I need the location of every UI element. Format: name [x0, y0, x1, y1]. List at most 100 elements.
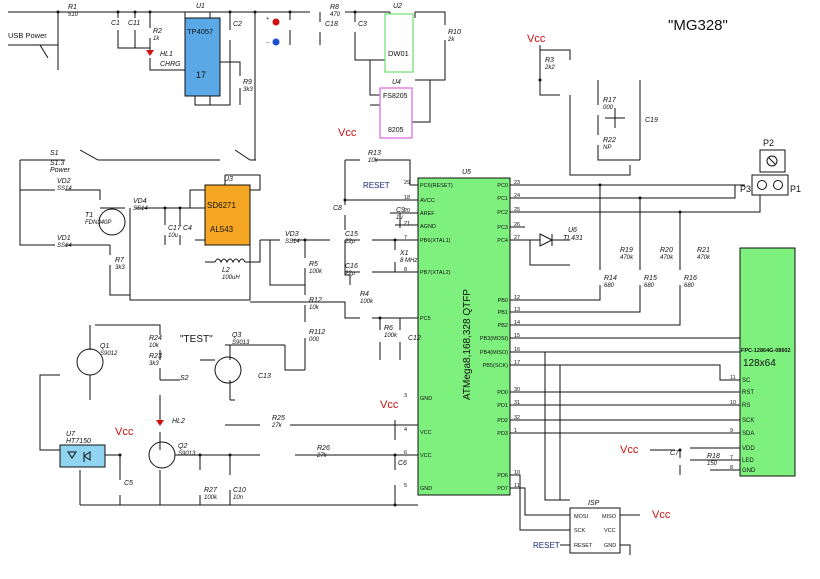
u5-pin-agnd: AGND	[420, 224, 436, 230]
lcd-pin-rst: RST	[742, 390, 754, 396]
isp-pin-vcc: VCC	[604, 528, 616, 534]
component-r5-value: 100k	[309, 269, 323, 275]
lcd-pin-number: 10	[730, 400, 736, 406]
component-r14-ref: R14	[604, 275, 617, 282]
lcd-pin-sck: SCK	[742, 418, 754, 424]
component-r10-ref: R10	[448, 29, 461, 36]
lcd-pin-rs: RS	[742, 403, 750, 409]
component-q3-value: S9013	[232, 340, 250, 346]
lcd-pin-gnd: GND	[742, 468, 756, 474]
component-vd4-ref: VD4	[133, 198, 147, 205]
component-r2-ref: R2	[153, 28, 162, 35]
component-x1-value: 8 MHz	[400, 258, 417, 264]
battery-minus-terminal	[272, 38, 280, 46]
u5-pin-pc4: PC4	[497, 238, 508, 244]
u5-pin-number: 4	[404, 427, 407, 433]
chip-u7-ref: U7	[66, 431, 76, 438]
component-r14-value: 680	[604, 283, 615, 289]
component-r8-ref: R8	[330, 4, 339, 11]
led-hl1-icon	[146, 50, 154, 56]
component-r22-ref: R22	[603, 137, 616, 144]
component-q2-value: S9013	[178, 451, 196, 457]
u5-pin-number: 10	[514, 470, 520, 476]
isp-pin-gnd: GND	[604, 543, 616, 549]
u5-pin-number: 11	[514, 483, 520, 489]
inductor-l2	[214, 258, 246, 264]
component-c10-ref: C10	[233, 487, 246, 494]
u5-pin-number: 3	[404, 393, 407, 399]
component-r12-ref: R12	[309, 297, 322, 304]
chip-u1-body	[184, 17, 221, 97]
component-r112-ref: R112	[309, 329, 325, 336]
u5-pin-number: 5	[404, 483, 407, 489]
u5-pin-number: 30	[514, 387, 520, 393]
component-hl2-ref: HL2	[172, 418, 185, 425]
isp-ref: ISP	[588, 500, 600, 507]
u5-pin-number: 15	[514, 333, 520, 339]
u5-pin-pd3: PD3	[497, 431, 508, 437]
vcc-label-1: Vcc	[338, 127, 357, 139]
component-vd1-ref: VD1	[57, 235, 71, 242]
component-r2-value: 1k	[153, 36, 160, 42]
u5-pin-avcc: AVCC	[420, 198, 435, 204]
component-c19-ref: C19	[645, 117, 658, 124]
component-q3-ref: Q3	[232, 332, 241, 339]
battery-plus-sign: +	[266, 16, 269, 22]
vcc-label-2: Vcc	[527, 33, 546, 45]
connector-p3-ref: P3	[740, 184, 751, 194]
component-r15-ref: R15	[644, 275, 657, 282]
test-label: "TEST"	[180, 334, 213, 345]
component-r27-value: 100k	[204, 495, 218, 501]
u5-pin-number: 25	[514, 207, 520, 213]
component-r19-value: 470k	[620, 255, 634, 261]
u5-pin-pb3mosi: PB3(MOSI)	[480, 336, 508, 342]
component-r27-ref: R27	[204, 487, 218, 494]
component-s2-ref: S2	[180, 375, 189, 382]
component-c18-ref: C18	[325, 21, 338, 28]
lcd-pin-vdd: VDD	[742, 446, 755, 452]
component-vd3-ref: VD3	[285, 231, 299, 238]
u5-pin-pc3: PC3	[497, 225, 508, 231]
chip-u3-body	[204, 184, 251, 246]
chip-u7-body	[59, 444, 106, 468]
project-title: "MG328"	[668, 17, 728, 34]
component-r23-value: 3k3	[149, 361, 159, 367]
component-vd2-ref: VD2	[57, 178, 71, 185]
u5-pin-number: 17	[514, 360, 520, 366]
component-r1-ref: R1	[68, 4, 77, 11]
component-c9-ref: C9	[396, 207, 405, 214]
u5-pin-number: 23	[514, 180, 520, 186]
lcd-name: FPC-12864G-08602	[741, 348, 791, 354]
component-c15-value: 22p	[344, 239, 356, 245]
isp-pin-sck: SCK	[574, 528, 586, 534]
u5-pin-pb0: PB0	[498, 298, 508, 304]
vcc-label-3: Vcc	[380, 399, 399, 411]
u5-pin-number: 20	[404, 208, 410, 214]
component-c12-ref: C12	[408, 335, 421, 342]
component-r12-value: 10k	[309, 305, 320, 311]
power-switch-label: Power	[50, 167, 71, 174]
component-r13-ref: R13	[368, 150, 381, 157]
lcd-module: FPC-12864G-08602 128x64 SC11RSTRS10SCKSD…	[730, 247, 796, 477]
chip-u3-name1: SD6271	[207, 201, 236, 210]
component-t1-value: FDN340P	[85, 220, 111, 226]
component-vd2-value: SS14	[57, 186, 72, 192]
component-c11-ref: C11	[128, 20, 140, 27]
u5-pin-vcc: VCC	[420, 430, 432, 436]
lcd-resolution: 128x64	[743, 358, 776, 369]
u5-pin-pb4miso: PB4(MISO)	[480, 350, 508, 356]
u5-pin-pb7xtal2: PB7(XTAL2)	[420, 270, 451, 276]
chip-u5: U5 ATMega8,168,328 QTFP PC6(RESET)29AVCC…	[404, 169, 520, 496]
component-r16-ref: R16	[684, 275, 697, 282]
component-c6-ref: C6	[398, 460, 407, 467]
u5-pin-number: 32	[514, 415, 520, 421]
component-vd1-value: SS14	[57, 243, 72, 249]
component-r1-value: 510	[68, 12, 79, 18]
u5-pin-pc1: PC1	[497, 196, 508, 202]
u5-pin-pb6xtal1: PB6(XTAL1)	[420, 238, 451, 244]
lcd-pin-sc: SC	[742, 378, 751, 384]
battery-plus-terminal	[272, 18, 280, 26]
component-r20-value: 470k	[660, 255, 674, 261]
u5-pin-pc2: PC2	[497, 210, 508, 216]
